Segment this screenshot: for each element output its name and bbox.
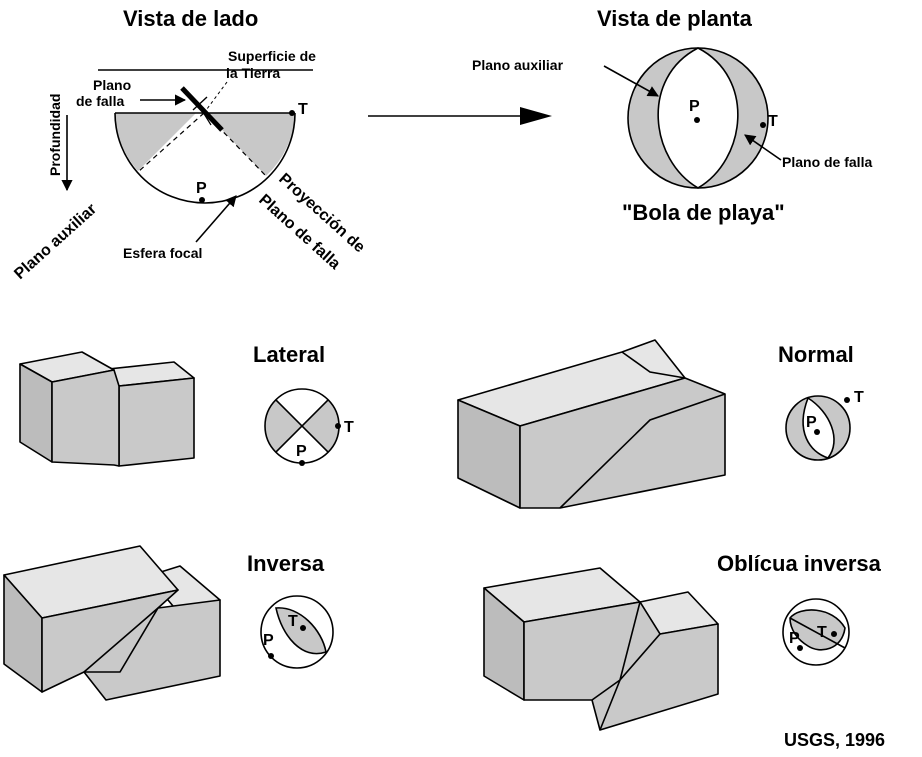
lateral-beachball [264,388,340,464]
plan-view-title: Vista de planta [597,6,753,31]
lateral-title: Lateral [253,342,325,367]
slip-marker-1 [192,96,208,111]
normal-title: Normal [778,342,854,367]
plan-fault-arrow [744,134,782,161]
normal-p-dot [814,429,820,435]
inverse-title: Inversa [247,551,325,576]
normal-beachball [785,395,851,461]
view-transition-arrow [368,107,552,125]
plan-view-panel: Vista de planta Plano auxiliar P T Plano… [472,6,872,225]
plan-t-label: T [768,113,778,130]
side-shaded-left [115,113,196,171]
lateral-p-label: P [296,443,307,460]
lateral-t-label: T [344,419,354,436]
normal-t-label: T [854,389,864,406]
focal-sphere-label: Esfera focal [123,245,202,261]
inverse-p-dot [268,653,274,659]
lateral-example: Lateral T P [19,342,354,467]
side-focal-sphere [114,112,296,204]
auxiliary-plane-dashed [137,112,205,173]
plan-p-dot [694,117,700,123]
oblique-example: Oblícua inversa T P [483,551,882,731]
side-shaded-right [206,113,295,176]
normal-example: Normal T P [457,339,864,509]
normal-fault-block [457,339,726,509]
fault-plane-label-1: Plano [93,77,131,93]
plan-auxiliary-label: Plano auxiliar [472,57,564,73]
side-t-label: T [298,101,308,118]
side-p-label: P [196,180,207,197]
p-axis-dot [199,197,205,203]
inverse-beachball [260,595,334,669]
oblique-t-label: T [817,624,827,641]
oblique-p-dot [797,645,803,651]
oblique-p-label: P [789,630,800,647]
plan-t-dot [760,122,766,128]
lateral-p-dot [299,460,305,466]
oblique-fault-block [483,567,719,731]
t-axis-dot [289,110,295,116]
lateral-t-dot [335,423,341,429]
inverse-p-label: P [263,632,274,649]
inverse-t-label: T [288,613,298,630]
plan-auxiliary-arrow [603,65,659,97]
plan-p-label: P [689,98,700,115]
side-view-title: Vista de lado [123,6,258,31]
oblique-beachball [782,598,850,666]
inverse-t-dot [300,625,306,631]
fault-plane-bar [180,86,224,132]
focal-sphere-outline [114,112,296,204]
focal-sphere-arrow [195,195,237,243]
inverse-fault-block [3,545,221,701]
beachball-caption: "Bola de playa" [622,200,785,225]
normal-t-dot [844,397,850,403]
fault-projection-dashed [204,112,267,177]
lateral-fault-block [19,351,195,467]
earth-surface-leader [203,81,228,114]
depth-label: Profundidad [47,94,63,176]
plan-fault-label: Plano de falla [782,154,872,170]
credit-label: USGS, 1996 [784,730,885,750]
earth-surface-label-1: Superficie de [228,48,316,64]
side-view-panel: Vista de lado Superficie de la Tierra Pl… [11,6,368,283]
oblique-t-dot [831,631,837,637]
inverse-example: Inversa T P [3,545,334,701]
slip-marker-2 [197,103,212,126]
auxiliary-plane-label: Plano auxiliar [11,201,100,283]
oblique-title: Oblícua inversa [717,551,882,576]
earth-surface-label-2: la Tierra [226,65,280,81]
normal-p-label: P [806,414,817,431]
fault-plane-label-2: de falla [76,93,124,109]
